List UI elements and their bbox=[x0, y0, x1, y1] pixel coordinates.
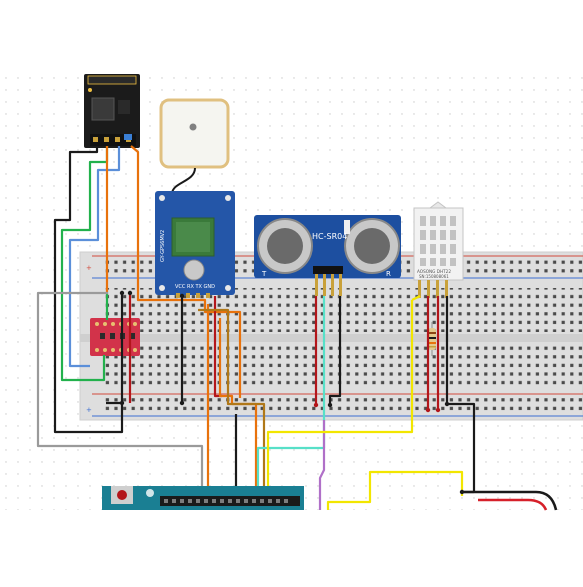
wire-orange-esp-right bbox=[130, 145, 242, 398]
wire-endpoints bbox=[119, 290, 465, 495]
esp-flash-chip bbox=[118, 100, 130, 114]
gps-antenna-patch bbox=[159, 98, 230, 169]
arduino-header-pins bbox=[164, 499, 288, 503]
wire-green-esp bbox=[60, 146, 109, 382]
gps-antenna-feed bbox=[189, 123, 197, 131]
wire-black-bottom bbox=[462, 490, 558, 511]
hcsr04-label: HC-SR04 bbox=[312, 232, 347, 241]
wire-blue-esp bbox=[68, 146, 121, 368]
dht22-sensor: AOSONG DHT22 SN:150808061 bbox=[413, 201, 464, 298]
esp-chip bbox=[91, 97, 115, 121]
resistor-bands bbox=[428, 332, 436, 348]
resistor bbox=[428, 322, 436, 356]
wire-endpoints-red bbox=[313, 402, 441, 413]
gps-pins bbox=[176, 293, 210, 298]
esp-blue-pin bbox=[124, 134, 132, 140]
wire-brown-gps bbox=[198, 308, 266, 496]
wire-purple-hcsr04 bbox=[318, 420, 326, 510]
wire-yellow-lower bbox=[326, 470, 464, 510]
wire-orange-gps-2 bbox=[218, 318, 258, 496]
esp-led bbox=[88, 88, 92, 92]
wires bbox=[36, 145, 558, 511]
gps-antenna bbox=[159, 98, 230, 195]
wire-black-esp bbox=[53, 146, 124, 434]
center-channel bbox=[80, 334, 583, 342]
hcsr04-header bbox=[313, 266, 343, 274]
dht22-grille bbox=[420, 216, 456, 266]
wire-yellow-hcsr04 bbox=[266, 300, 414, 494]
gps-module: GY-GPS6MV2 VCC RX TX GND bbox=[155, 191, 235, 298]
bottom-rail-holes bbox=[102, 396, 583, 414]
hcsr04-receiver-mesh bbox=[354, 228, 390, 264]
hcsr04-crystal bbox=[344, 220, 350, 234]
wire-red-bottom bbox=[478, 498, 548, 511]
arduino-board bbox=[102, 486, 304, 510]
rail-plus-top: + bbox=[86, 264, 92, 272]
dht22-label-2: SN:150808061 bbox=[419, 274, 449, 279]
lower-terminal-holes bbox=[102, 344, 583, 388]
gps-battery bbox=[183, 259, 205, 281]
gps-chip-shield bbox=[176, 222, 210, 252]
esp-antenna bbox=[87, 75, 137, 85]
arduino-logo-mark bbox=[146, 489, 154, 497]
wire-yellow-dht bbox=[411, 295, 421, 301]
dht22-label-1: AOSONG DHT22 bbox=[417, 269, 451, 274]
ultrasonic-sensor: HC-SR04 T R bbox=[254, 215, 401, 296]
hcsr04-transmitter-mesh bbox=[267, 228, 303, 264]
esp8266-module bbox=[84, 74, 140, 148]
gps-side-label: GY-GPS6MV2 bbox=[160, 230, 166, 262]
wire-black-hcsr04 bbox=[328, 296, 342, 405]
gps-pin-label: VCC RX TX GND bbox=[175, 284, 215, 290]
dht22-notch bbox=[428, 201, 448, 209]
hcsr04-r-label: R bbox=[386, 270, 391, 278]
rail-minus-bottom: + bbox=[86, 406, 92, 414]
wire-cyan-hcsr04 bbox=[256, 296, 326, 494]
wire-gray bbox=[36, 291, 204, 496]
hcsr04-pins bbox=[315, 274, 342, 296]
arduino-reset-button bbox=[117, 490, 127, 500]
dht22-pins bbox=[418, 280, 448, 298]
level-shifter bbox=[90, 318, 140, 356]
hcsr04-t-label: T bbox=[261, 270, 267, 278]
gps-mount-holes bbox=[159, 195, 231, 291]
